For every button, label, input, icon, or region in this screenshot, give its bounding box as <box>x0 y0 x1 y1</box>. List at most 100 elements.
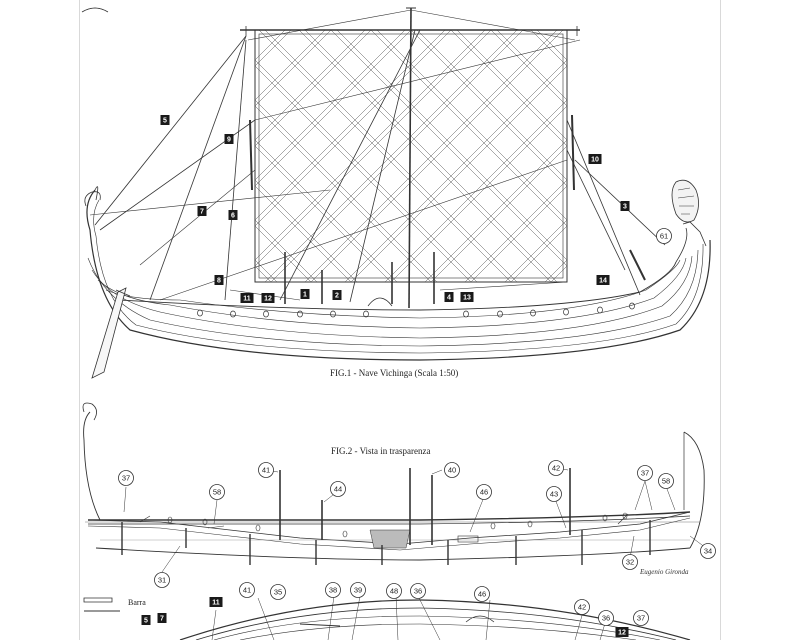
fig2-caption: FIG.2 - Vista in trasparenza <box>331 446 431 456</box>
part-number-circle-58: 58 <box>209 484 225 500</box>
part-number-circle-37: 37 <box>637 465 653 481</box>
callout-label: 38 <box>329 586 337 595</box>
left-margin <box>0 0 80 640</box>
callout-label: 39 <box>354 586 362 595</box>
part-number-circle-32: 32 <box>622 554 638 570</box>
callout-label: 34 <box>704 547 712 556</box>
fig3-ship-top-view <box>83 595 691 640</box>
right-margin <box>720 0 800 640</box>
callout-label: 7 <box>160 616 164 623</box>
callout-label: 44 <box>334 485 342 494</box>
callout-label: 14 <box>599 278 607 285</box>
callout-label: 46 <box>480 488 488 497</box>
callout-label: 6 <box>231 213 235 220</box>
callout-label: 5 <box>163 118 167 125</box>
callout-label: 41 <box>243 586 251 595</box>
callout-label: 8 <box>217 278 221 285</box>
part-number-circle-43: 43 <box>546 486 562 502</box>
part-number-box-13: 13 <box>460 292 474 302</box>
callout-label: 48 <box>390 587 398 596</box>
part-number-box-2: 2 <box>332 290 342 300</box>
callout-label: 36 <box>602 614 610 623</box>
callout-label: 31 <box>158 576 166 585</box>
part-number-box-14: 14 <box>596 275 610 285</box>
part-number-circle-31: 31 <box>154 572 170 588</box>
callout-label: 12 <box>618 630 626 637</box>
callout-label: 3 <box>623 204 627 211</box>
part-number-circle-42: 42 <box>574 599 590 615</box>
callout-label: 4 <box>447 295 451 302</box>
part-number-circle-40: 40 <box>444 462 460 478</box>
part-number-circle-41: 41 <box>239 582 255 598</box>
callout-label: 37 <box>637 614 645 623</box>
callout-label: 2 <box>335 293 339 300</box>
part-number-box-12: 12 <box>261 293 275 303</box>
callout-label: 13 <box>463 295 471 302</box>
part-number-box-5: 5 <box>160 115 170 125</box>
hull <box>84 179 711 379</box>
part-number-circle-35: 35 <box>270 584 286 600</box>
callout-label: 32 <box>626 558 634 567</box>
part-number-box-5: 5 <box>141 615 151 625</box>
sheet-edge-left <box>79 0 80 640</box>
callout-label: 43 <box>550 490 558 499</box>
fig2-ship-transparency-view <box>82 402 707 573</box>
callout-label: 42 <box>552 464 560 473</box>
callout-label: 7 <box>200 209 204 216</box>
part-number-circle-39: 39 <box>350 582 366 598</box>
callout-label: 41 <box>262 466 270 475</box>
part-number-circle-37: 37 <box>118 470 134 486</box>
callout-label: 37 <box>641 469 649 478</box>
callout-label: 12 <box>264 296 272 303</box>
callout-label: 1 <box>303 292 307 299</box>
part-number-circle-34: 34 <box>700 543 716 559</box>
part-number-circle-38: 38 <box>325 582 341 598</box>
callout-label: 46 <box>478 590 486 599</box>
callout-label: 40 <box>448 466 456 475</box>
square-sail <box>254 29 568 283</box>
callout-label: 35 <box>274 588 282 597</box>
callout-label: 36 <box>414 587 422 596</box>
part-number-box-11: 11 <box>240 293 254 303</box>
barra-label: Barra <box>128 598 146 607</box>
callout-label: 42 <box>578 603 586 612</box>
part-number-circle-46: 46 <box>476 484 492 500</box>
part-number-circle-41: 41 <box>258 462 274 478</box>
part-number-box-8: 8 <box>214 275 224 285</box>
fig1-caption: FIG.1 - Nave Vichinga (Scala 1:50) <box>330 368 459 378</box>
callout-label: 11 <box>212 600 220 607</box>
part-number-box-6: 6 <box>228 210 238 220</box>
callout-label: 58 <box>662 477 670 486</box>
part-number-circle-36: 36 <box>410 583 426 599</box>
part-number-box-3: 3 <box>620 201 630 211</box>
part-number-box-1: 1 <box>300 289 310 299</box>
callout-label: 61 <box>660 232 668 241</box>
part-number-box-11: 11 <box>209 597 223 607</box>
fig1-ship-side-view <box>81 7 711 379</box>
callout-label: 5 <box>144 618 148 625</box>
part-number-circle-48: 48 <box>386 583 402 599</box>
part-number-circle-44: 44 <box>330 481 346 497</box>
callout-label: 58 <box>213 488 221 497</box>
designer-signature: Eugenio Gironda <box>640 568 689 576</box>
callout-label: 37 <box>122 474 130 483</box>
part-number-box-10: 10 <box>588 154 602 164</box>
part-number-circle-42: 42 <box>548 460 564 476</box>
part-number-circle-36: 36 <box>598 610 614 626</box>
part-number-circle-37: 37 <box>633 610 649 626</box>
part-number-box-4: 4 <box>444 292 454 302</box>
callout-label: 9 <box>227 137 231 144</box>
callout-label: 11 <box>243 296 251 303</box>
part-number-box-7: 7 <box>197 206 207 216</box>
part-number-box-12: 12 <box>615 627 629 637</box>
callout-label: 10 <box>591 157 599 164</box>
part-number-circle-61: 61 <box>656 228 672 244</box>
part-number-circle-58: 58 <box>658 473 674 489</box>
part-number-box-7: 7 <box>157 613 167 623</box>
part-number-circle-46: 46 <box>474 586 490 602</box>
part-number-box-9: 9 <box>224 134 234 144</box>
sheet-edge-right <box>720 0 721 640</box>
